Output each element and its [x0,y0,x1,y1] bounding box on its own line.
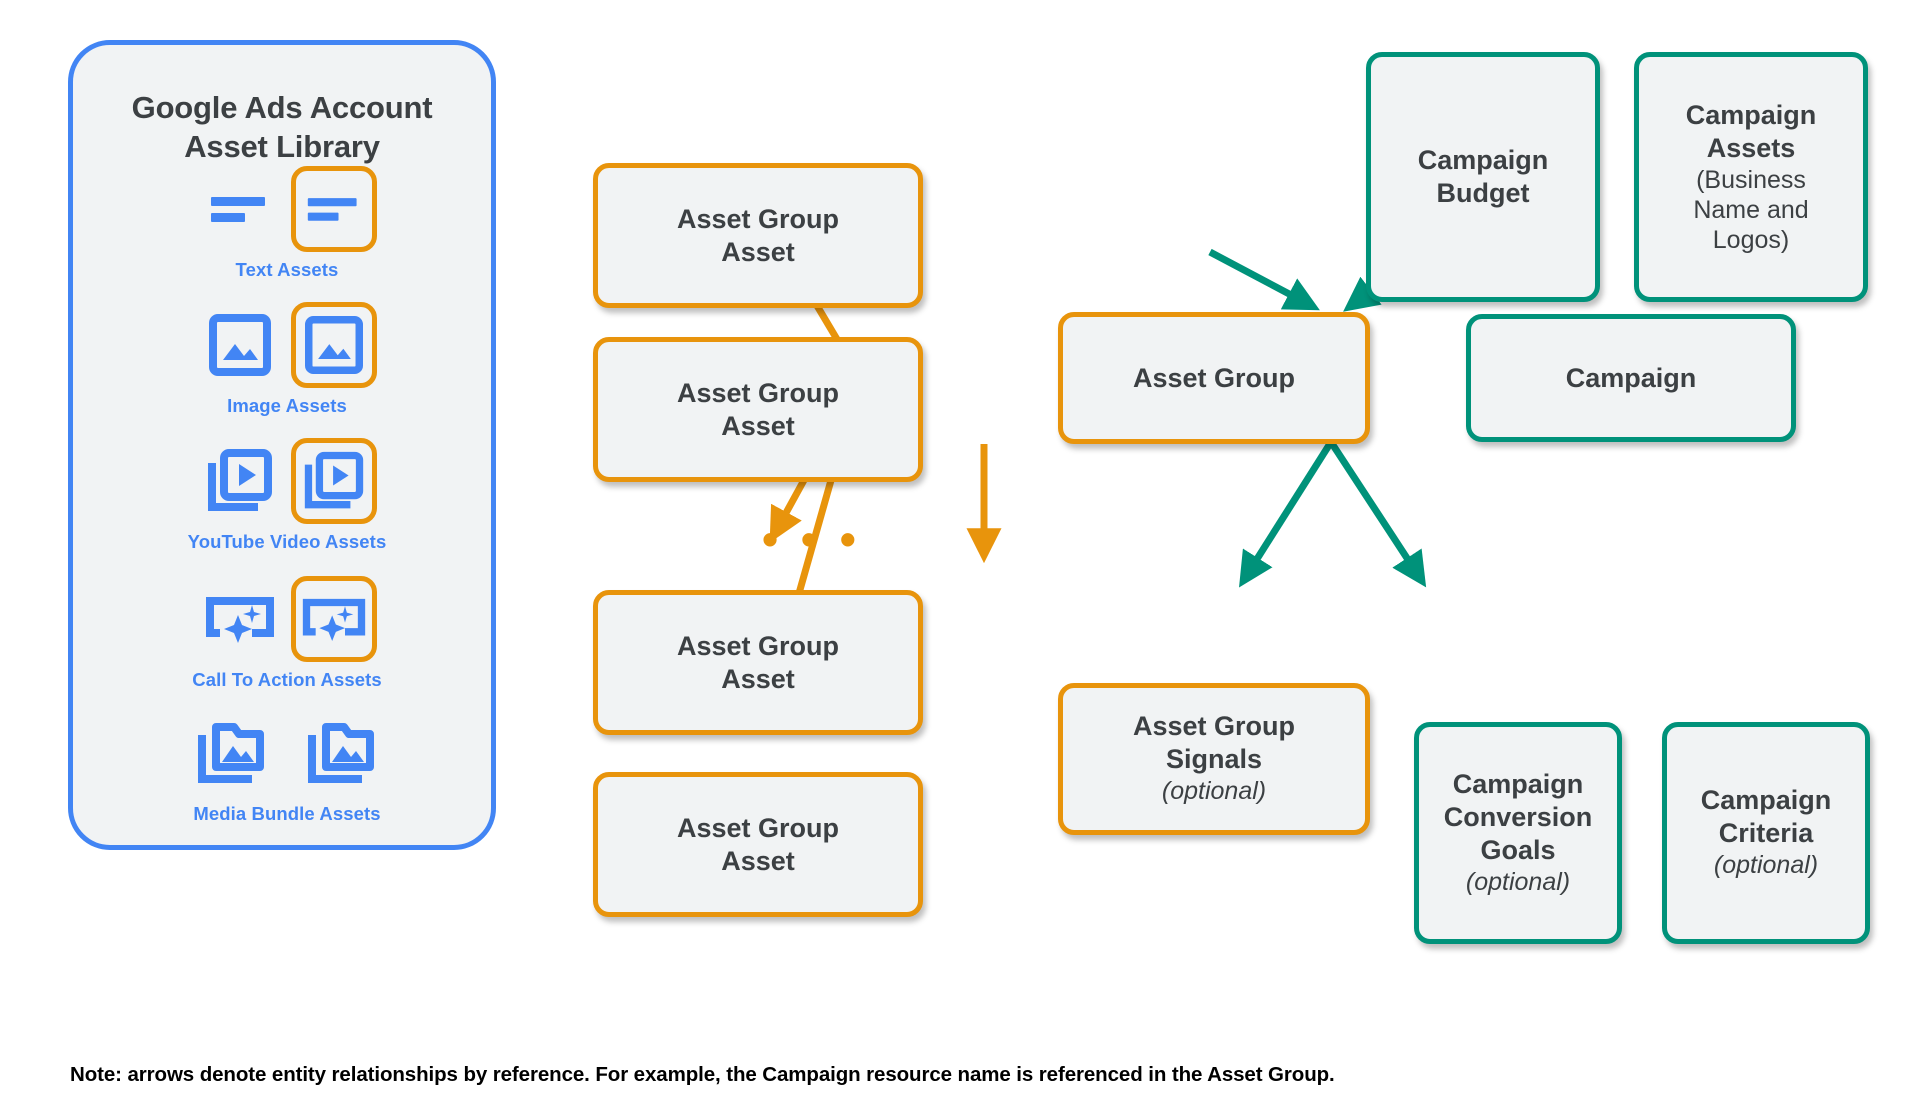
text-asset-icon-selected[interactable] [291,166,377,252]
media-bundle-asset-icon-2 [299,710,385,796]
campaign-assets-subtitle: (Business Name and Logos) [1693,165,1809,254]
campaign-criteria-title: Campaign Criteria [1700,785,1832,849]
library-row-youtube-video-assets: YouTube Video Assets [73,435,501,553]
library-row-media-bundle-assets: Media Bundle Assets [73,707,501,825]
asset-group-asset-node-3[interactable]: Asset Group Asset [593,590,923,735]
text-asset-icon [197,166,283,252]
asset-group-asset-node-1[interactable]: Asset Group Asset [593,163,923,308]
campaign-conversion-goals-title: Campaign Conversion Goals [1443,768,1593,865]
asset-group-asset-title-3: Asset Group Asset [676,630,840,694]
media-bundle-asset-icon [189,710,275,796]
campaign-outgoing-edges [1239,440,1427,588]
asset-label-media-bundle-assets: Media Bundle Assets [193,803,381,824]
campaign-title: Campaign [1565,362,1697,393]
asset-group-asset-title-4: Asset Group Asset [676,812,840,876]
asset-group-asset-node-4[interactable]: Asset Group Asset [593,772,923,917]
campaign-budget-node[interactable]: Campaign Budget [1366,52,1600,302]
call-to-action-asset-icon [197,576,283,662]
asset-group-asset-title-2: Asset Group Asset [676,377,840,441]
library-row-image-assets: Image Assets [73,299,501,417]
asset-label-call-to-action-assets: Call To Action Assets [192,669,382,690]
image-asset-icon [197,302,283,388]
image-asset-icon-selected[interactable] [291,302,377,388]
video-asset-icon [197,438,283,524]
footnote-note: Note: arrows denote entity relationships… [70,1063,1335,1086]
asset-label-youtube-video-assets: YouTube Video Assets [187,531,387,552]
video-asset-icon-selected[interactable] [291,438,377,524]
library-title: Google Ads Account Asset Library [131,90,433,164]
call-to-action-asset-icon-selected[interactable] [291,576,377,662]
campaign-conversion-goals-optional: (optional) [1465,867,1571,896]
campaign-criteria-optional: (optional) [1713,851,1819,880]
campaign-node[interactable]: Campaign [1466,314,1796,442]
library-row-call-to-action-assets: Call To Action Assets [73,573,501,691]
campaign-assets-title: Campaign Assets [1685,100,1817,163]
asset-label-text-assets: Text Assets [235,259,339,280]
google-ads-account-asset-library-panel: Google Ads Account Asset Library Text [68,40,496,850]
asset-group-signals-title: Asset Group Signals [1132,711,1296,775]
campaign-assets-node[interactable]: Campaign Assets (Business Name and Logos… [1634,52,1868,302]
library-row-text-assets: Text Assets [73,163,501,281]
asset-group-signals-optional: (optional) [1161,777,1267,806]
ellipsis-more-asset-groups: • • • [762,513,861,565]
asset-group-node[interactable]: Asset Group [1058,312,1370,444]
campaign-criteria-node[interactable]: Campaign Criteria (optional) [1662,722,1870,944]
asset-group-asset-node-2[interactable]: Asset Group Asset [593,337,923,482]
campaign-budget-title: Campaign Budget [1417,145,1549,208]
asset-group-asset-title-1: Asset Group Asset [676,203,840,267]
asset-label-image-assets: Image Assets [227,395,347,416]
campaign-conversion-goals-node[interactable]: Campaign Conversion Goals (optional) [1414,722,1622,944]
asset-group-title: Asset Group [1132,362,1296,393]
asset-group-signals-node[interactable]: Asset Group Signals (optional) [1058,683,1370,835]
